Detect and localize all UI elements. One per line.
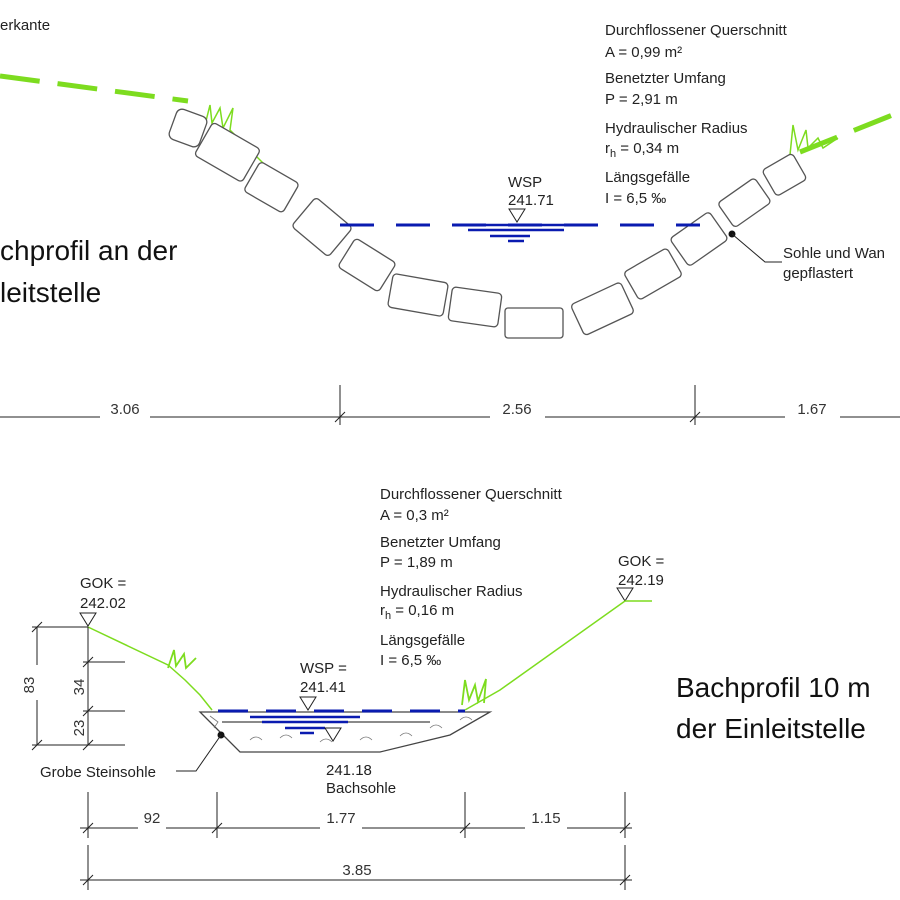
perimeter-title: Benetzter Umfang xyxy=(605,70,726,87)
edge-label: erkante xyxy=(0,17,50,34)
hydraulic-info-top: Durchflossener Querschnitt A = 0,99 m² B… xyxy=(605,22,788,207)
gok-right-value: 242.19 xyxy=(618,572,664,589)
ground-line-right xyxy=(464,600,652,711)
gok-left-label: GOK = xyxy=(80,575,127,592)
vertical-dimensions: 83 34 23 xyxy=(21,621,125,751)
gok-right-triangle-icon xyxy=(616,587,634,602)
callout-line1: Sohle und Wan xyxy=(783,245,885,262)
area-value: A = 0,99 m² xyxy=(605,44,682,61)
bottom-profile: Durchflossener Querschnitt A = 0,3 m² Be… xyxy=(21,486,871,890)
dimension-label: 2.56 xyxy=(502,401,531,418)
slope-title: Längsgefälle xyxy=(605,169,690,186)
area-title: Durchflossener Querschnitt xyxy=(380,486,563,503)
grass-icon xyxy=(167,649,487,706)
slope-value: I = 6,5 ‰ xyxy=(380,652,441,669)
slope-title: Längsgefälle xyxy=(380,632,465,649)
callout-leader xyxy=(176,734,222,772)
water-level-symbol xyxy=(250,715,360,735)
callout-line2: gepflastert xyxy=(783,265,854,282)
dimension-label: 3.06 xyxy=(110,401,139,418)
profile-title-line2: der Einleitstelle xyxy=(676,713,866,744)
wsp-label: WSP xyxy=(508,174,542,191)
perimeter-value: P = 2,91 m xyxy=(605,91,678,108)
perimeter-title: Benetzter Umfang xyxy=(380,534,501,551)
dimension-label: 1.15 xyxy=(531,810,560,827)
bed-label: Bachsohle xyxy=(326,780,396,797)
profile-title-line1: Bachprofil 10 m xyxy=(676,672,871,703)
wsp-label: WSP = xyxy=(300,660,347,677)
profile-title-line1: chprofil an der xyxy=(0,235,177,266)
wsp-triangle-icon xyxy=(299,696,317,711)
radius-title: Hydraulischer Radius xyxy=(605,120,748,137)
bed-value: 241.18 xyxy=(326,762,372,779)
perimeter-value: P = 1,89 m xyxy=(380,554,453,571)
wsp-value: 241.41 xyxy=(300,679,346,696)
profile-title-line2: leitstelle xyxy=(0,277,101,308)
dimension-label: 83 xyxy=(21,677,38,694)
stone-texture xyxy=(209,715,473,743)
ground-line-left xyxy=(0,73,189,104)
area-title: Durchflossener Querschnitt xyxy=(605,22,788,39)
wsp-triangle-icon xyxy=(508,208,526,223)
area-value: A = 0,3 m² xyxy=(380,507,449,524)
dimension-label: 1.67 xyxy=(797,401,826,418)
total-width-label: 3.85 xyxy=(342,862,371,879)
ground-line-right xyxy=(799,109,900,155)
dimension-label: 92 xyxy=(144,810,161,827)
top-profile: erkante WSP 241.71 chprofil an der leits… xyxy=(0,17,900,425)
top-dimension-line: 3.06 2.56 1.67 xyxy=(0,385,900,425)
slope-value: I = 6,5 ‰ xyxy=(605,190,666,207)
water-level-symbol xyxy=(460,223,580,243)
horizontal-dimensions: 92 1.77 1.15 3.85 xyxy=(80,792,632,890)
gok-left-triangle-icon xyxy=(79,612,97,627)
ground-line-left xyxy=(87,626,213,711)
gok-right-label: GOK = xyxy=(618,553,665,570)
hydraulic-info-bottom: Durchflossener Querschnitt A = 0,3 m² Be… xyxy=(380,486,563,669)
dimension-label: 34 xyxy=(71,679,88,696)
callout-label: Grobe Steinsohle xyxy=(40,764,156,781)
dimension-label: 1.77 xyxy=(326,810,355,827)
radius-value: rh = 0,16 m xyxy=(380,602,454,622)
bed-triangle-icon xyxy=(324,727,342,742)
radius-value: rh = 0,34 m xyxy=(605,140,679,160)
callout-leader xyxy=(731,233,782,263)
wsp-value: 241.71 xyxy=(508,192,554,209)
paving-stones xyxy=(168,108,807,339)
radius-title: Hydraulischer Radius xyxy=(380,583,523,600)
dimension-label: 23 xyxy=(71,720,88,737)
gok-left-value: 242.02 xyxy=(80,595,126,612)
